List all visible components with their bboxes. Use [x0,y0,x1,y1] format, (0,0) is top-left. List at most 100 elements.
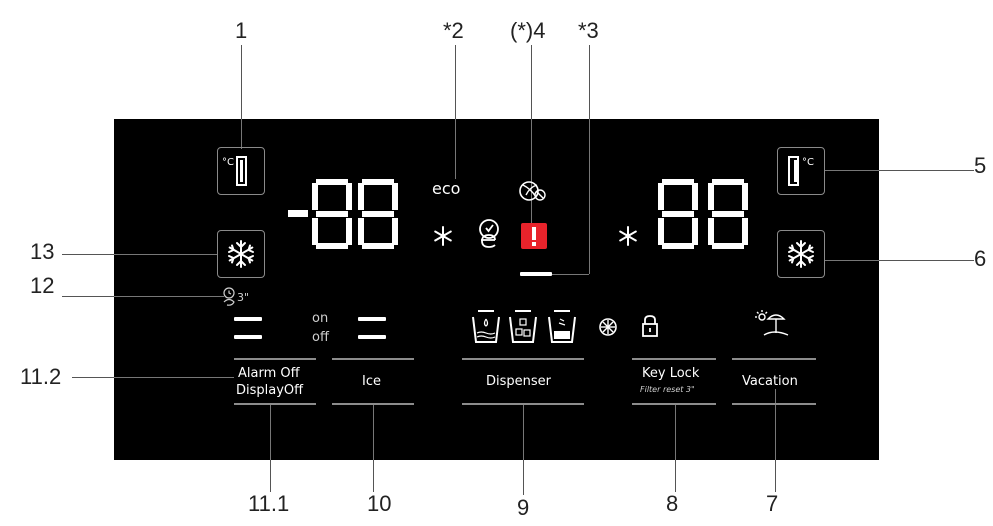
freezer-snowflake-icon-right [619,226,637,246]
leader-9-inner [523,404,524,460]
freezer-temp-display [654,179,764,249]
ice-button-bottom-line [332,403,414,405]
crushed-ice-cup-icon [548,310,576,343]
dispenser-button[interactable]: Dispenser [462,362,584,402]
leader-10 [373,460,374,492]
eco-indicator: eco [432,179,461,198]
ice-off-indicator [358,335,386,339]
fridge-temp-display [288,179,398,249]
alarm-display-off-button[interactable]: Alarm Off DisplayOff [234,362,316,402]
freezer-icon [788,156,799,186]
callout-8: 8 [666,491,679,516]
alarm-on-indicator [234,317,262,321]
alarm-button-top-line [234,358,316,360]
display-off-label: DisplayOff [236,383,304,398]
callout-11-2: 11.2 [20,364,62,389]
fridge-unit-label: °C [222,157,234,168]
alarm-off-indicator [234,335,262,339]
leader-2 [455,45,456,120]
callout-7: 7 [766,491,779,516]
callout-1: 1 [235,18,248,43]
control-panel: °C 3" [114,119,879,460]
super-cool-button[interactable] [777,230,825,278]
snowflake-icon [228,240,254,268]
filter-reset-label: Filter reset 3" [640,385,695,394]
keylock-button-bottom-line [632,403,716,405]
leader-8 [675,460,676,492]
leader-2-inner [455,119,456,179]
leader-12-inner [114,296,224,297]
callout-12: 12 [30,273,55,298]
leader-1-inner [241,119,242,149]
timer-hold-icon [223,287,235,306]
alarm-off-label: Alarm Off [238,366,300,381]
super-freeze-button[interactable] [217,230,265,278]
callout-11-1: 11.1 [248,491,290,516]
key-lock-label: Key Lock [642,366,700,381]
callout-6: 6 [974,246,987,271]
callout-5: 5 [974,153,987,178]
callout-4: (*)4 [510,18,546,43]
leader-3-foot [549,274,589,275]
snowflake-icon-2 [788,240,814,268]
freezer-unit-label: °C [802,157,814,168]
leader-3-inner [589,119,590,274]
leader-7 [775,460,776,492]
callout-13: 13 [30,239,55,264]
keylock-button-top-line [632,358,716,360]
leader-4 [531,45,532,120]
filter-icon [519,181,546,201]
leader-4-inner [531,119,532,229]
alert-icon [521,223,547,249]
leader-13-inner [114,254,218,255]
leader-12 [62,296,114,297]
filter-pinwheel-icon [599,318,617,336]
water-cup-icon [472,310,500,343]
leader-6-inner [825,260,879,261]
leader-11-1 [270,460,271,492]
timer-hold-label: 3" [237,291,250,304]
leader-11-1-inner [270,404,271,460]
leader-3 [589,45,590,120]
fridge-temp-button[interactable]: °C [217,147,265,195]
ice-button[interactable]: Ice [332,362,414,402]
freezer-temp-button[interactable]: °C [777,147,825,195]
leader-11-2 [72,377,114,378]
leader-13 [62,254,114,255]
leader-6 [879,260,974,261]
vacation-icon [755,310,789,336]
ice-button-top-line [332,358,414,360]
alert-underline-indicator [520,272,552,276]
dispenser-button-top-line [462,358,584,360]
leader-1 [241,45,242,150]
ice-label: Ice [362,374,381,389]
leader-7-inner [775,389,776,460]
callout-10: 10 [367,491,392,516]
off-label: off [312,330,329,345]
lock-icon [642,315,658,337]
leader-8-inner [675,404,676,460]
leader-11-2-inner [114,377,234,378]
vacation-label: Vacation [742,374,798,389]
leader-10-inner [373,404,374,460]
alarm-button-bottom-line [234,403,316,405]
callout-9: 9 [517,495,530,520]
cubed-ice-cup-icon [509,310,537,343]
dispenser-button-bottom-line [462,403,584,405]
power-timer-icon [479,219,499,248]
on-label: on [312,311,329,326]
leader-9 [523,460,524,495]
leader-5 [879,170,974,171]
callout-3: *3 [578,18,599,43]
dispenser-label: Dispenser [486,374,551,389]
freezer-snowflake-icon-left [434,226,452,246]
leader-5-inner [825,170,879,171]
vacation-button-top-line [732,358,816,360]
fridge-icon [236,156,247,186]
callout-2: *2 [443,18,464,43]
vacation-button-bottom-line [732,403,816,405]
vacation-button[interactable]: Vacation [732,362,816,402]
ice-on-indicator [358,317,386,321]
key-lock-button[interactable]: Key Lock Filter reset 3" [632,362,716,402]
